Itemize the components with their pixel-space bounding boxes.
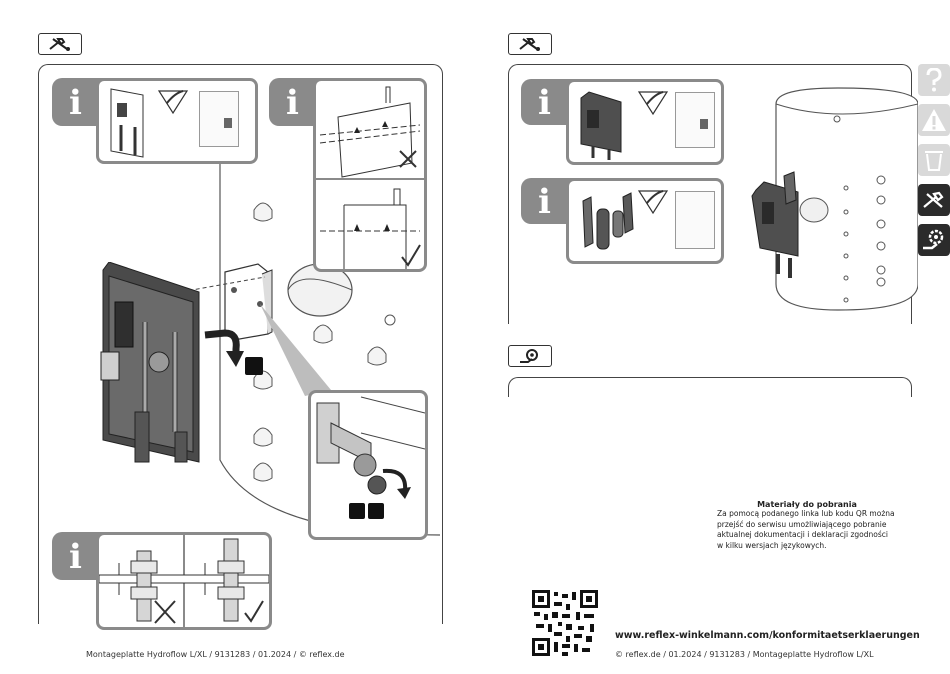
service-section-tab xyxy=(508,345,552,367)
step-marker-2a xyxy=(349,503,365,519)
info-icon-2: i xyxy=(286,83,299,123)
step-marker-1 xyxy=(245,357,263,375)
zoom-wedge xyxy=(260,304,331,396)
service-gear-icon xyxy=(520,349,538,363)
leveling-diagram xyxy=(316,86,424,269)
station-thumbnail xyxy=(580,91,622,160)
left-footer: Montageplatte Hydroflow L/XL / 9131283 /… xyxy=(86,650,345,659)
warning-tab[interactable] xyxy=(918,104,950,136)
download-line-4: w kilku wersjach językowych. xyxy=(717,540,827,550)
info-icon-5: i xyxy=(538,182,551,222)
installation-tab[interactable] xyxy=(918,184,950,216)
download-info: Materiały do pobrania Za pomocą podanego… xyxy=(717,500,897,551)
tank-with-station-illustration xyxy=(751,87,918,311)
info-box-leveling xyxy=(313,78,427,272)
manual-thumbnail-2 xyxy=(675,92,715,148)
tank-illustration xyxy=(219,140,441,536)
read-manual-icon xyxy=(157,90,189,115)
service-frame xyxy=(508,377,912,397)
device-thumbnail xyxy=(110,88,144,158)
download-line-2: przejść do serwisu umożliwiającego pobra… xyxy=(717,519,887,529)
info-box-station xyxy=(566,79,724,165)
manual-thumbnail xyxy=(199,91,239,147)
help-tab[interactable] xyxy=(918,64,950,96)
valve-detail xyxy=(316,396,425,499)
warning-icon xyxy=(922,109,946,131)
installation-section-tab xyxy=(38,33,82,55)
read-manual-icon-3 xyxy=(637,190,669,215)
info-icon: i xyxy=(69,83,82,123)
pump-station-unit xyxy=(100,262,200,463)
bolt-diagram xyxy=(99,535,269,627)
download-title: Materiały do pobrania xyxy=(757,500,857,509)
help-icon xyxy=(926,68,942,92)
info-icon-4: i xyxy=(538,83,551,123)
right-footer: © reflex.de / 01.2024 / 9131283 / Montag… xyxy=(615,650,874,659)
read-manual-icon-2 xyxy=(637,91,669,116)
manual-thumbnail-3 xyxy=(675,191,715,249)
disposal-tab[interactable] xyxy=(918,144,950,176)
insulation-parts-thumbnail xyxy=(582,192,634,250)
service-tab[interactable] xyxy=(918,224,950,256)
detail-box-valve xyxy=(308,390,428,540)
step-marker-2b xyxy=(368,503,384,519)
info-box-insulation xyxy=(566,178,724,264)
conformity-url-link[interactable]: www.reflex-winkelmann.com/konformitaetse… xyxy=(615,630,920,641)
info-icon-3: i xyxy=(69,537,82,577)
info-box-documents xyxy=(96,78,258,164)
move-arrow-icon xyxy=(204,329,244,367)
wrench-screwdriver-icon xyxy=(49,38,70,51)
installation-icon xyxy=(923,191,944,208)
service-icon xyxy=(923,229,944,250)
wrench-screwdriver-icon xyxy=(519,38,540,51)
info-box-bolt-length xyxy=(96,532,272,630)
download-line-3: aktualnej dokumentacji i deklaracji zgod… xyxy=(717,530,888,539)
disposal-icon xyxy=(925,151,943,171)
qr-code[interactable] xyxy=(532,590,598,656)
left-content-frame xyxy=(38,64,443,624)
download-line-1: Za pomocą podanego linka lub kodu QR moż… xyxy=(717,509,895,518)
installation-section-tab-right xyxy=(508,33,552,55)
